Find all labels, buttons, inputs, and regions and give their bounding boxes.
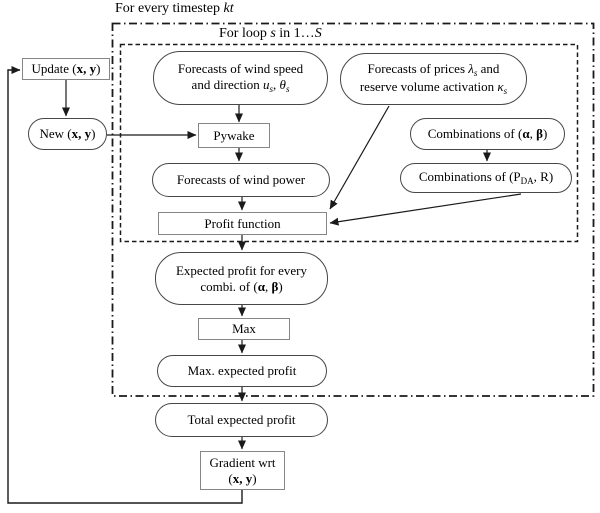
- inner-loop-var-S: S: [314, 26, 322, 41]
- node-pywake: Pywake: [198, 123, 270, 148]
- node-new-xy: New (x, y): [28, 118, 107, 150]
- gradient-label: Gradient wrt (x, y): [209, 454, 276, 486]
- arrow-combpda-to-profit: [329, 193, 522, 226]
- inner-loop-text2: in 1…: [275, 26, 315, 41]
- inner-loop-box: [119, 43, 579, 243]
- max-label: Max: [232, 321, 256, 337]
- update-label: Update (x, y): [31, 61, 101, 77]
- comb-ab-label: Combinations of (α, β): [427, 126, 548, 142]
- forecast-wind-label: Forecasts of wind speed and direction us…: [177, 61, 304, 94]
- node-forecast-wind: Forecasts of wind speed and direction us…: [153, 51, 328, 105]
- outer-loop-box: [111, 22, 595, 397]
- new-xy-label: New (x, y): [39, 126, 96, 142]
- forecast-prices-label: Forecasts of prices λs and reserve volum…: [359, 61, 508, 96]
- node-forecast-power: Forecasts of wind power: [152, 163, 330, 197]
- node-total-expected-profit: Total expected profit: [155, 403, 328, 437]
- profit-label: Profit function: [204, 215, 281, 231]
- expected-profit-label: Expected profit for every combi. of (α, …: [175, 262, 308, 294]
- comb-pda-label: Combinations of (PDA, R): [418, 169, 554, 187]
- forecast-power-label: Forecasts of wind power: [176, 172, 306, 188]
- node-gradient: Gradient wrt (x, y): [200, 451, 285, 490]
- node-max: Max: [198, 318, 290, 340]
- max-expected-label: Max. expected profit: [187, 363, 297, 379]
- node-expected-profit: Expected profit for every combi. of (α, …: [155, 252, 328, 305]
- node-update-xy: Update (x, y): [22, 58, 110, 80]
- outer-loop-var: kt: [223, 1, 234, 16]
- node-forecast-prices: Forecasts of prices λs and reserve volum…: [340, 53, 527, 105]
- inner-loop-var-s: s: [270, 26, 276, 41]
- total-expected-label: Total expected profit: [187, 412, 296, 428]
- node-combinations-alpha-beta: Combinations of (α, β): [410, 118, 565, 150]
- node-combinations-pda-r: Combinations of (PDA, R): [400, 163, 572, 193]
- outer-loop-text: For every timestep: [115, 1, 224, 16]
- inner-loop-text1: For loop: [219, 26, 271, 41]
- node-profit-function: Profit function: [158, 212, 327, 235]
- node-max-expected-profit: Max. expected profit: [157, 355, 327, 387]
- arrow-prices-to-profit: [329, 105, 390, 210]
- pywake-label: Pywake: [213, 127, 255, 143]
- feedback-gradient-to-update: [7, 66, 243, 504]
- inner-loop-label: For loop s in 1…S: [219, 26, 322, 42]
- outer-loop-label: For every timestep kt: [115, 1, 234, 17]
